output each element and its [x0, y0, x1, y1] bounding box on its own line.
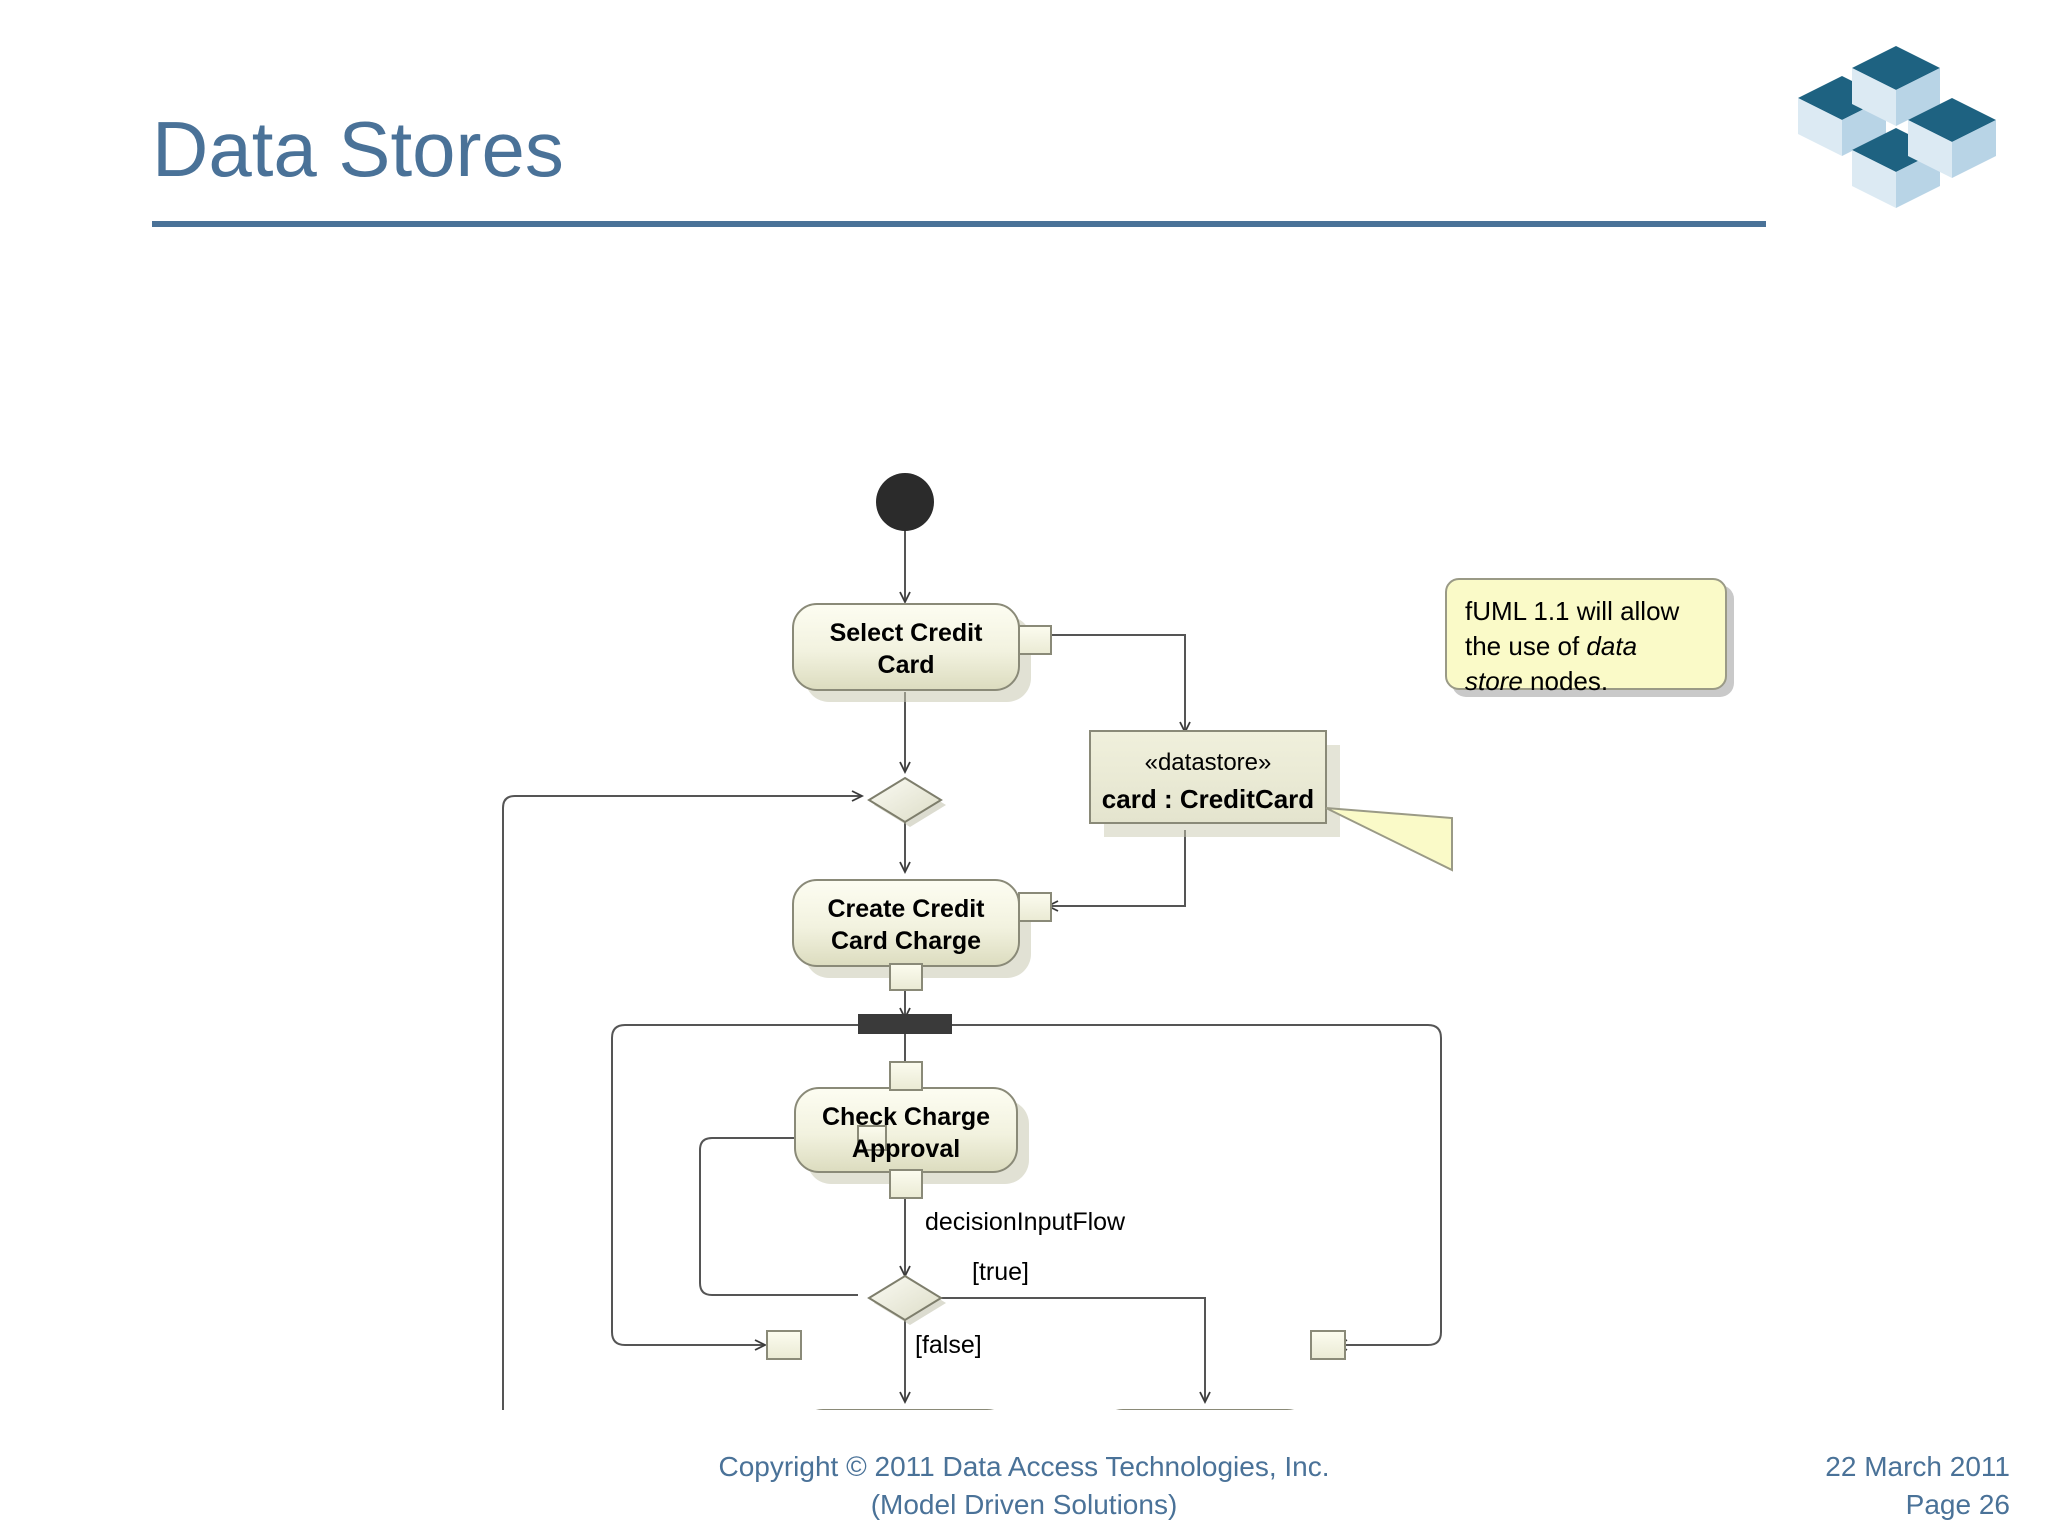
initial-node	[876, 473, 934, 531]
footer-date-page: 22 March 2011 Page 26	[1825, 1448, 2010, 1524]
action-label-line2: Card	[878, 651, 935, 679]
footer-copyright: Copyright © 2011 Data Access Technologie…	[0, 1448, 2048, 1524]
action-select-credit-card[interactable]: Select Credit Card	[792, 603, 1052, 702]
callout-note: fUML 1.1 will allow the use of data stor…	[1445, 578, 1727, 696]
input-pin-left	[766, 1330, 802, 1360]
edge-label-decision-input-flow: decisionInputFlow	[925, 1208, 1126, 1236]
datastore-stereotype: «datastore»	[1145, 749, 1272, 776]
copyright-line-1: Copyright © 2011 Data Access Technologie…	[718, 1451, 1330, 1482]
footer-date-text: 22 March 2011	[1825, 1451, 2010, 1482]
action-label-line2: Approval	[852, 1135, 960, 1163]
decision-node	[867, 1274, 946, 1325]
note-line-2-prefix: the use of	[1465, 631, 1587, 661]
output-pin	[1018, 625, 1052, 655]
output-pin	[889, 963, 923, 991]
action-check-charge-approval[interactable]: Check Charge Approval	[794, 1061, 1029, 1199]
note-line-1: fUML 1.1 will allow	[1465, 596, 1680, 626]
data-access-technologies-logo	[1798, 46, 1996, 208]
action-notify-customer-of-denial[interactable]: Notify Customer of Denial	[766, 1330, 1023, 1410]
merge-node	[867, 776, 946, 827]
edge-label-guard-false: [false]	[915, 1331, 982, 1359]
copyright-line-2: (Model Driven Solutions)	[870, 1489, 1178, 1520]
input-pin	[1018, 892, 1052, 922]
input-pin-right	[1310, 1330, 1346, 1360]
datastore-node[interactable]: «datastore» card : CreditCard	[1089, 730, 1340, 837]
action-label-line1: Check Charge	[822, 1103, 990, 1131]
datastore-label: card : CreditCard	[1102, 784, 1314, 814]
title-underline-rule	[152, 221, 1766, 227]
note-line-2-italic: data	[1586, 631, 1638, 661]
action-label-line1: Select Credit	[830, 619, 984, 647]
edge-label-guard-true: [true]	[972, 1258, 1029, 1286]
uml-activity-diagram: Select Credit Card «datastore» card : Cr…	[502, 473, 1453, 1410]
page-title: Data Stores	[152, 105, 564, 193]
fork-node	[858, 1014, 952, 1034]
input-pin-top	[889, 1061, 923, 1091]
footer-page-number: Page 26	[1905, 1489, 2010, 1520]
note-pointer-tail	[1325, 807, 1453, 872]
input-pin-left	[857, 1125, 887, 1151]
note-line-3-italic: store	[1465, 666, 1523, 696]
note-line-3-suffix: nodes.	[1522, 666, 1609, 696]
action-notify-customer-of-approval[interactable]: Notify Customer of Approval	[1099, 1330, 1346, 1410]
action-label-line1: Create Credit	[828, 895, 986, 923]
action-create-credit-card-charge[interactable]: Create Credit Card Charge	[792, 879, 1052, 991]
output-pin	[889, 1169, 923, 1199]
action-label-line2: Card Charge	[831, 927, 981, 955]
